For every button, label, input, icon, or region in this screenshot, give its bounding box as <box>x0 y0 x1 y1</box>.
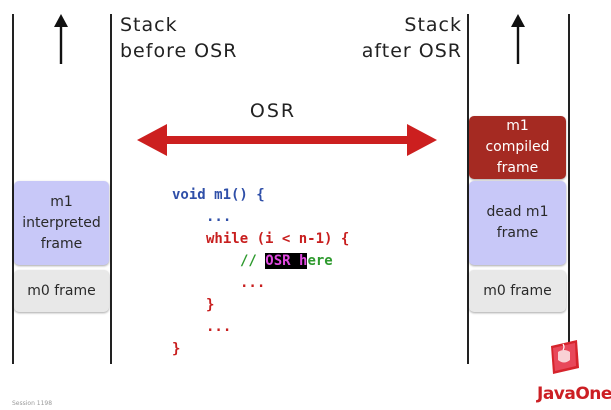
code-line-5: ... <box>240 275 266 291</box>
code-line-7: ... <box>206 319 232 335</box>
code-comment: // <box>240 253 266 269</box>
session-label: Session 1198 <box>12 400 53 407</box>
javaone-logo-text: JavaOne <box>537 384 611 404</box>
code-line-1: void m1() { <box>172 187 265 203</box>
osr-double-arrow-icon <box>137 124 437 156</box>
left-stack-left-border <box>12 14 14 364</box>
left-stack-growth-arrow-icon <box>54 14 68 64</box>
right-stack-right-border <box>568 14 570 364</box>
right-stack-left-border <box>467 14 469 364</box>
left-frame-m1-interpreted: m1 interpreted frame <box>14 181 109 265</box>
right-frame-m0: m0 frame <box>469 270 566 312</box>
code-line-3: while (i < n-1) { <box>206 231 350 247</box>
left-stack-title: Stack before OSR <box>120 14 238 62</box>
osr-highlight: OSR h <box>265 253 308 269</box>
code-line-4: // OSR here <box>172 250 349 272</box>
osr-label: OSR <box>249 100 297 122</box>
code-line-8: } <box>172 341 181 357</box>
right-stack-growth-arrow-icon <box>511 14 525 64</box>
code-line-6: } <box>206 297 215 313</box>
right-frame-m1-compiled: m1 compiled frame <box>469 116 566 179</box>
code-comment-rest: ere <box>307 253 333 269</box>
javaone-cup-icon <box>551 340 579 374</box>
left-frame-m0: m0 frame <box>14 270 109 312</box>
right-stack-title: Stack after OSR <box>361 14 462 62</box>
right-frame-dead-m1: dead m1 frame <box>469 181 566 265</box>
left-stack-right-border <box>110 14 112 364</box>
code-line-2: ... <box>206 209 232 225</box>
javaone-logo: JavaOne <box>537 338 611 408</box>
code-block: void m1() { ... while (i < n-1) { // OSR… <box>172 184 349 360</box>
